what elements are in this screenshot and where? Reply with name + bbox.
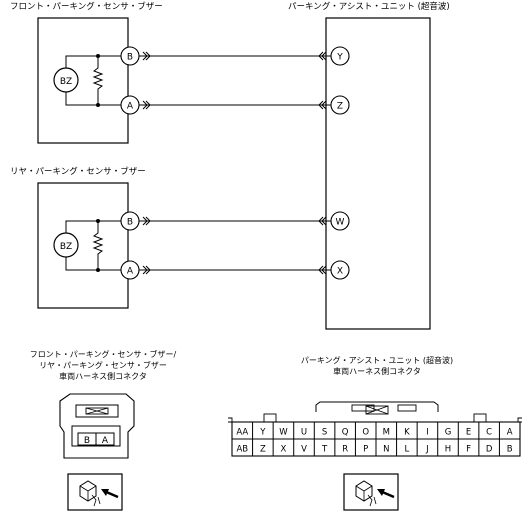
front-pin-b: B [127,53,133,63]
unit-connector-pin-bottom-13: B [507,445,513,455]
unit-connector-pins: AA Y W U S Q O M K I G E C A AB Z X V T R P N L J H F D B [236,422,513,456]
front-buzzer-title: フロント・パーキング・センサ・ブザー [10,1,163,12]
rear-buzzer-box: BZ B A [37,182,140,309]
unit-pin-w: W [336,218,345,228]
unit-connector-pin-top-5: Q [342,428,349,438]
unit-connector-pin-top-0: AA [236,428,248,438]
wires [139,51,331,275]
rear-pin-b: B [127,218,133,228]
unit-pin-x: X [337,267,343,277]
unit-pins: Y Z W X [330,46,350,280]
unit-connector-pin-top-13: A [507,428,513,438]
unit-connector-pin-top-12: C [486,428,492,438]
unit-connector-pin-bottom-10: H [445,445,451,455]
unit-connector-pin-bottom-4: T [321,445,328,455]
left-view-icon [67,473,123,511]
unit-connector-pin-top-11: E [466,428,471,438]
front-buzzer-box: BZ B A [37,17,140,144]
front-pin-a: A [127,102,134,112]
unit-pin-y: Y [336,53,343,63]
rear-pin-a: A [127,267,134,277]
unit-connector-pin-bottom-11: F [466,445,471,455]
unit-box [325,17,431,330]
unit-connector-pin-top-9: I [426,428,429,438]
buzzer-connector-pin-a: A [102,436,109,446]
unit-connector: AA Y W U S Q O M K I G E C A AB Z X V T R P N L J H F D B [228,401,522,457]
svg-text:車両ハーネス側コネクタ: 車両ハーネス側コネクタ [59,371,147,381]
unit-pin-z: Z [337,102,343,112]
bottom-right-caption: パーキング・アシスト・ユニット (超音波) 車両ハーネス側コネクタ [301,355,453,376]
rear-buzzer-title: リヤ・パーキング・センサ・ブザー [10,166,146,177]
unit-connector-pin-bottom-6: P [363,445,368,455]
unit-connector-pin-bottom-7: N [383,445,389,455]
unit-connector-pin-bottom-2: X [281,445,287,455]
svg-text:フロント・パーキング・センサ・ブザー/: フロント・パーキング・センサ・ブザー/ [30,349,177,359]
unit-connector-pin-top-10: G [445,428,452,438]
unit-connector-pin-bottom-12: D [486,445,493,455]
unit-connector-pin-top-8: K [404,428,410,438]
unit-connector-pin-bottom-5: R [342,445,348,455]
svg-text:パーキング・アシスト・ユニット (超音波): パーキング・アシスト・ユニット (超音波) [301,355,453,365]
buzzer-connector-pin-b: B [84,436,90,446]
rear-buzzer-symbol: BZ [60,242,72,252]
unit-connector-pin-bottom-1: Z [260,445,266,455]
unit-connector-pin-bottom-9: J [425,445,429,455]
svg-text:車両ハーネス側コネクタ: 車両ハーネス側コネクタ [333,366,421,376]
unit-connector-pin-bottom-8: L [404,445,409,455]
buzzer-connector: B A [59,393,135,459]
unit-connector-pin-top-2: W [279,428,288,438]
right-view-icon [343,473,399,511]
unit-connector-pin-top-4: S [322,428,327,438]
unit-connector-pin-top-3: U [301,428,307,438]
unit-connector-pin-top-6: O [362,428,369,438]
svg-text:リヤ・パーキング・センサ・ブザー: リヤ・パーキング・センサ・ブザー [39,360,167,370]
unit-connector-pin-top-1: Y [259,428,266,438]
bottom-left-caption: フロント・パーキング・センサ・ブザー/ リヤ・パーキング・センサ・ブザー 車両ハ… [30,349,177,381]
unit-connector-pin-bottom-0: AB [236,445,248,455]
front-buzzer-symbol: BZ [60,77,72,87]
unit-connector-pin-bottom-3: V [301,445,307,455]
unit-title: パーキング・アシスト・ユニット (超音波) [288,1,450,12]
unit-connector-pin-top-7: M [383,428,390,438]
